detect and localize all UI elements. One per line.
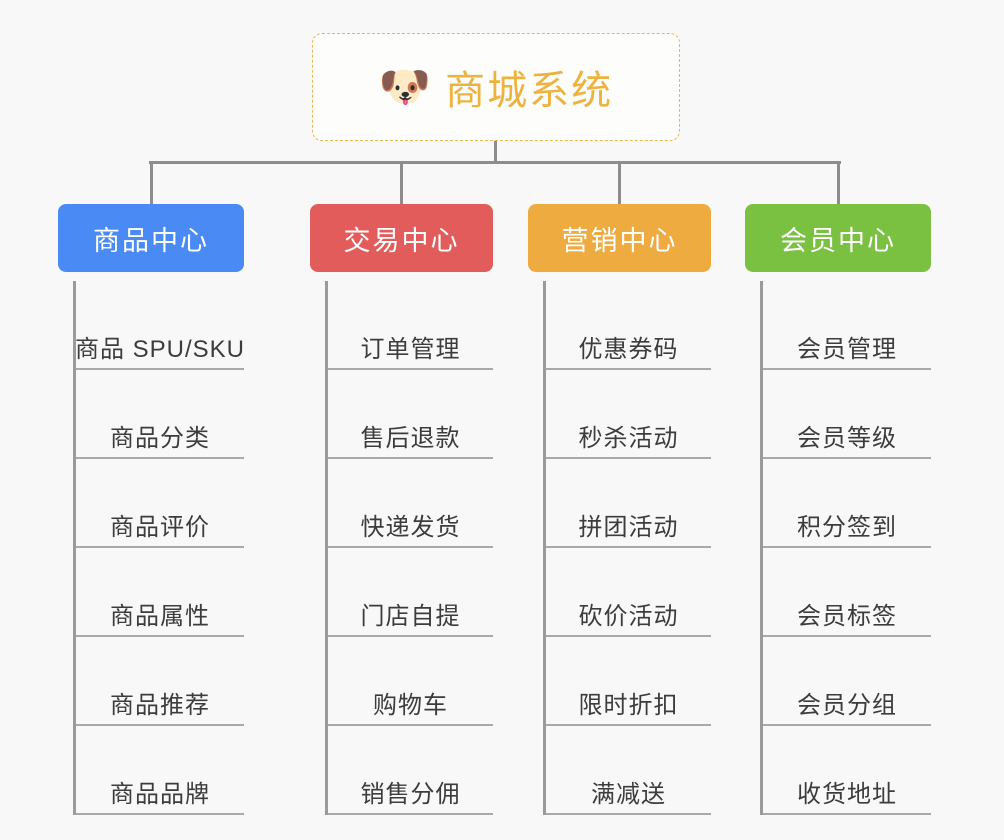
leaf-column-4: 会员管理会员等级积分签到会员标签会员分组收货地址 [760,281,931,815]
leaf-item[interactable]: 会员等级 [763,370,931,459]
connector-drop-1 [149,161,153,204]
leaf-item[interactable]: 会员标签 [763,548,931,637]
category-box-label: 商品中心 [93,225,209,256]
leaf-item-label: 会员分组 [797,692,897,719]
leaf-item[interactable]: 商品评价 [76,459,244,548]
leaf-item-label: 会员等级 [797,425,897,452]
leaf-item-label: 商品推荐 [110,692,210,719]
leaf-item-label: 快递发货 [360,514,461,541]
category-box-3[interactable]: 营销中心 [528,204,711,272]
leaf-item[interactable]: 快递发货 [328,459,493,548]
leaf-item[interactable]: 拼团活动 [546,459,711,548]
leaf-item[interactable]: 销售分佣 [328,726,493,815]
leaf-item[interactable]: 限时折扣 [546,637,711,726]
leaf-item[interactable]: 秒杀活动 [546,370,711,459]
leaf-item[interactable]: 商品 SPU/SKU [75,281,244,370]
leaf-item[interactable]: 商品分类 [76,370,244,459]
leaf-column-3: 优惠券码秒杀活动拼团活动砍价活动限时折扣满减送 [543,281,711,815]
leaf-item-label: 优惠券码 [578,336,679,363]
leaf-item-label: 销售分佣 [360,781,461,808]
connector-drop-2 [400,161,403,204]
leaf-item-label: 砍价活动 [578,603,679,630]
leaf-item[interactable]: 优惠券码 [546,281,711,370]
leaf-item-label: 商品评价 [110,514,210,541]
category-box-label: 交易中心 [343,225,460,256]
connector-root-stem [494,141,497,163]
connector-drop-4 [836,161,840,204]
leaf-column-2: 订单管理售后退款快递发货门店自提购物车销售分佣 [325,281,493,815]
connector-drop-3 [618,161,621,204]
leaf-item-label: 商品 SPU/SKU [74,336,246,363]
category-box-label: 营销中心 [561,225,678,256]
leaf-item-label: 积分签到 [797,514,897,541]
category-box-4[interactable]: 会员中心 [745,204,931,272]
leaf-column-1: 商品 SPU/SKU 商品分类商品评价商品属性商品推荐商品品牌 [73,281,244,815]
leaf-item[interactable]: 订单管理 [328,281,493,370]
leaf-item-label: 订单管理 [360,336,461,363]
leaf-item-label: 会员管理 [797,336,897,363]
leaf-item[interactable]: 砍价活动 [546,548,711,637]
leaf-item-label: 会员标签 [797,603,897,630]
leaf-item-label: 商品品牌 [110,781,210,808]
leaf-item-label: 购物车 [373,692,448,719]
leaf-item-label: 秒杀活动 [578,425,679,452]
leaf-item-label: 收货地址 [797,781,897,808]
leaf-item[interactable]: 售后退款 [328,370,493,459]
leaf-item-label: 限时折扣 [578,692,679,719]
leaf-item[interactable]: 会员管理 [763,281,931,370]
leaf-item[interactable]: 会员分组 [763,637,931,726]
root-node-title: 商城系统 [445,69,614,113]
root-node-mall-system[interactable]: 🐶 商城系统 [312,33,680,141]
dog-face-icon: 🐶 [378,63,432,110]
leaf-item-label: 商品属性 [110,603,210,630]
leaf-item[interactable]: 商品品牌 [76,726,244,815]
leaf-item-label: 拼团活动 [578,514,679,541]
leaf-item-label: 门店自提 [360,603,461,630]
category-box-1[interactable]: 商品中心 [58,204,244,272]
leaf-item[interactable]: 商品推荐 [76,637,244,726]
leaf-item[interactable]: 商品属性 [76,548,244,637]
leaf-item[interactable]: 积分签到 [763,459,931,548]
connector-horizontal-bus [149,161,841,164]
leaf-item-label: 商品分类 [110,425,210,452]
leaf-item-label: 售后退款 [360,425,461,452]
leaf-item[interactable]: 门店自提 [328,548,493,637]
category-box-2[interactable]: 交易中心 [310,204,493,272]
leaf-item-label: 满减送 [591,781,666,808]
leaf-item[interactable]: 收货地址 [763,726,931,815]
leaf-item[interactable]: 购物车 [328,637,493,726]
leaf-item[interactable]: 满减送 [546,726,711,815]
category-box-label: 会员中心 [780,225,896,256]
